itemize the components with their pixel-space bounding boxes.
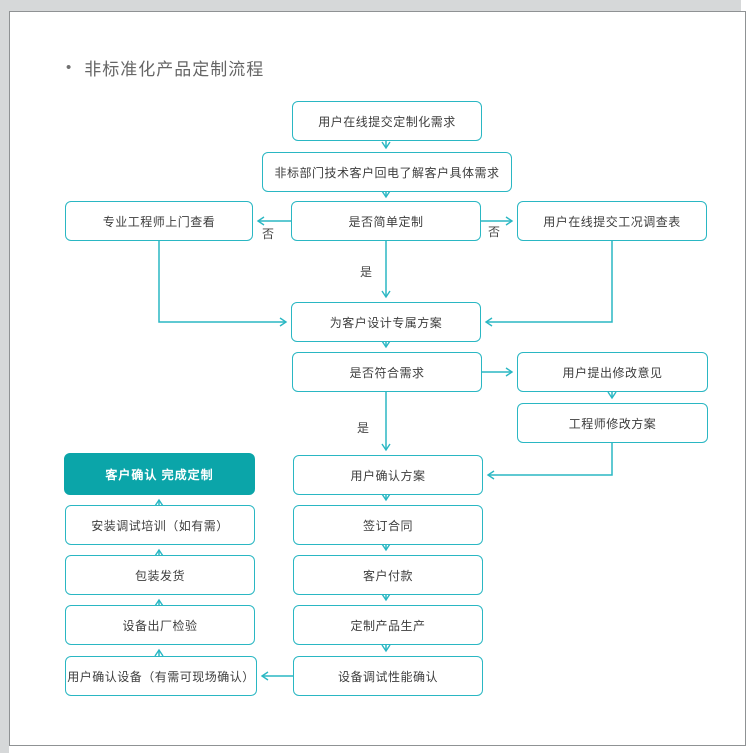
flow-node-factory-inspection: 设备出厂检验: [65, 605, 255, 645]
flow-edge-label-simple-no-left: 否: [262, 227, 275, 241]
flow-node-debug-confirm: 设备调试性能确认: [293, 656, 483, 696]
flow-node-simple-custom: 是否简单定制: [291, 201, 481, 241]
flow-node-engineer-visit: 专业工程师上门查看: [65, 201, 253, 241]
flow-node-sign-contract: 签订合同: [293, 505, 483, 545]
flow-node-production: 定制产品生产: [293, 605, 483, 645]
flow-node-survey-form: 用户在线提交工况调查表: [517, 201, 707, 241]
flow-edge-label-meet-yes-down: 是: [357, 421, 370, 435]
flow-edge-survey-to-design: [484, 241, 613, 327]
flow-edge-label-simple-yes-down: 是: [360, 265, 373, 279]
flow-node-revise-plan: 工程师修改方案: [517, 403, 708, 443]
viewport-gutter-top: [0, 0, 741, 11]
flow-edge-label-simple-no-right: 否: [488, 225, 501, 239]
flow-node-complete: 客户确认 完成定制: [64, 453, 255, 495]
flow-node-feedback: 用户提出修改意见: [517, 352, 708, 392]
flow-node-meet-demand: 是否符合需求: [292, 352, 482, 392]
flow-node-packing-shipping: 包装发货: [65, 555, 255, 595]
page-title-text: 非标准化产品定制流程: [84, 60, 265, 79]
flow-node-callback: 非标部门技术客户回电了解客户具体需求: [262, 152, 512, 192]
bullet-icon: •: [66, 59, 73, 76]
flow-node-install-training: 安装调试培训（如有需）: [65, 505, 255, 545]
flow-edge-visit-to-design: [158, 241, 288, 327]
flow-node-payment: 客户付款: [293, 555, 483, 595]
viewport-gutter-left: [0, 0, 9, 753]
flow-node-confirm-equipment: 用户确认设备（有需可现场确认）: [65, 656, 257, 696]
flow-edge-revise-to-confirm: [486, 443, 613, 480]
flow-node-design-plan: 为客户设计专属方案: [291, 302, 481, 342]
page-title: • 非标准化产品定制流程: [66, 55, 264, 80]
flow-node-confirm-plan: 用户确认方案: [293, 455, 483, 495]
flow-node-submit-demand: 用户在线提交定制化需求: [292, 101, 482, 141]
